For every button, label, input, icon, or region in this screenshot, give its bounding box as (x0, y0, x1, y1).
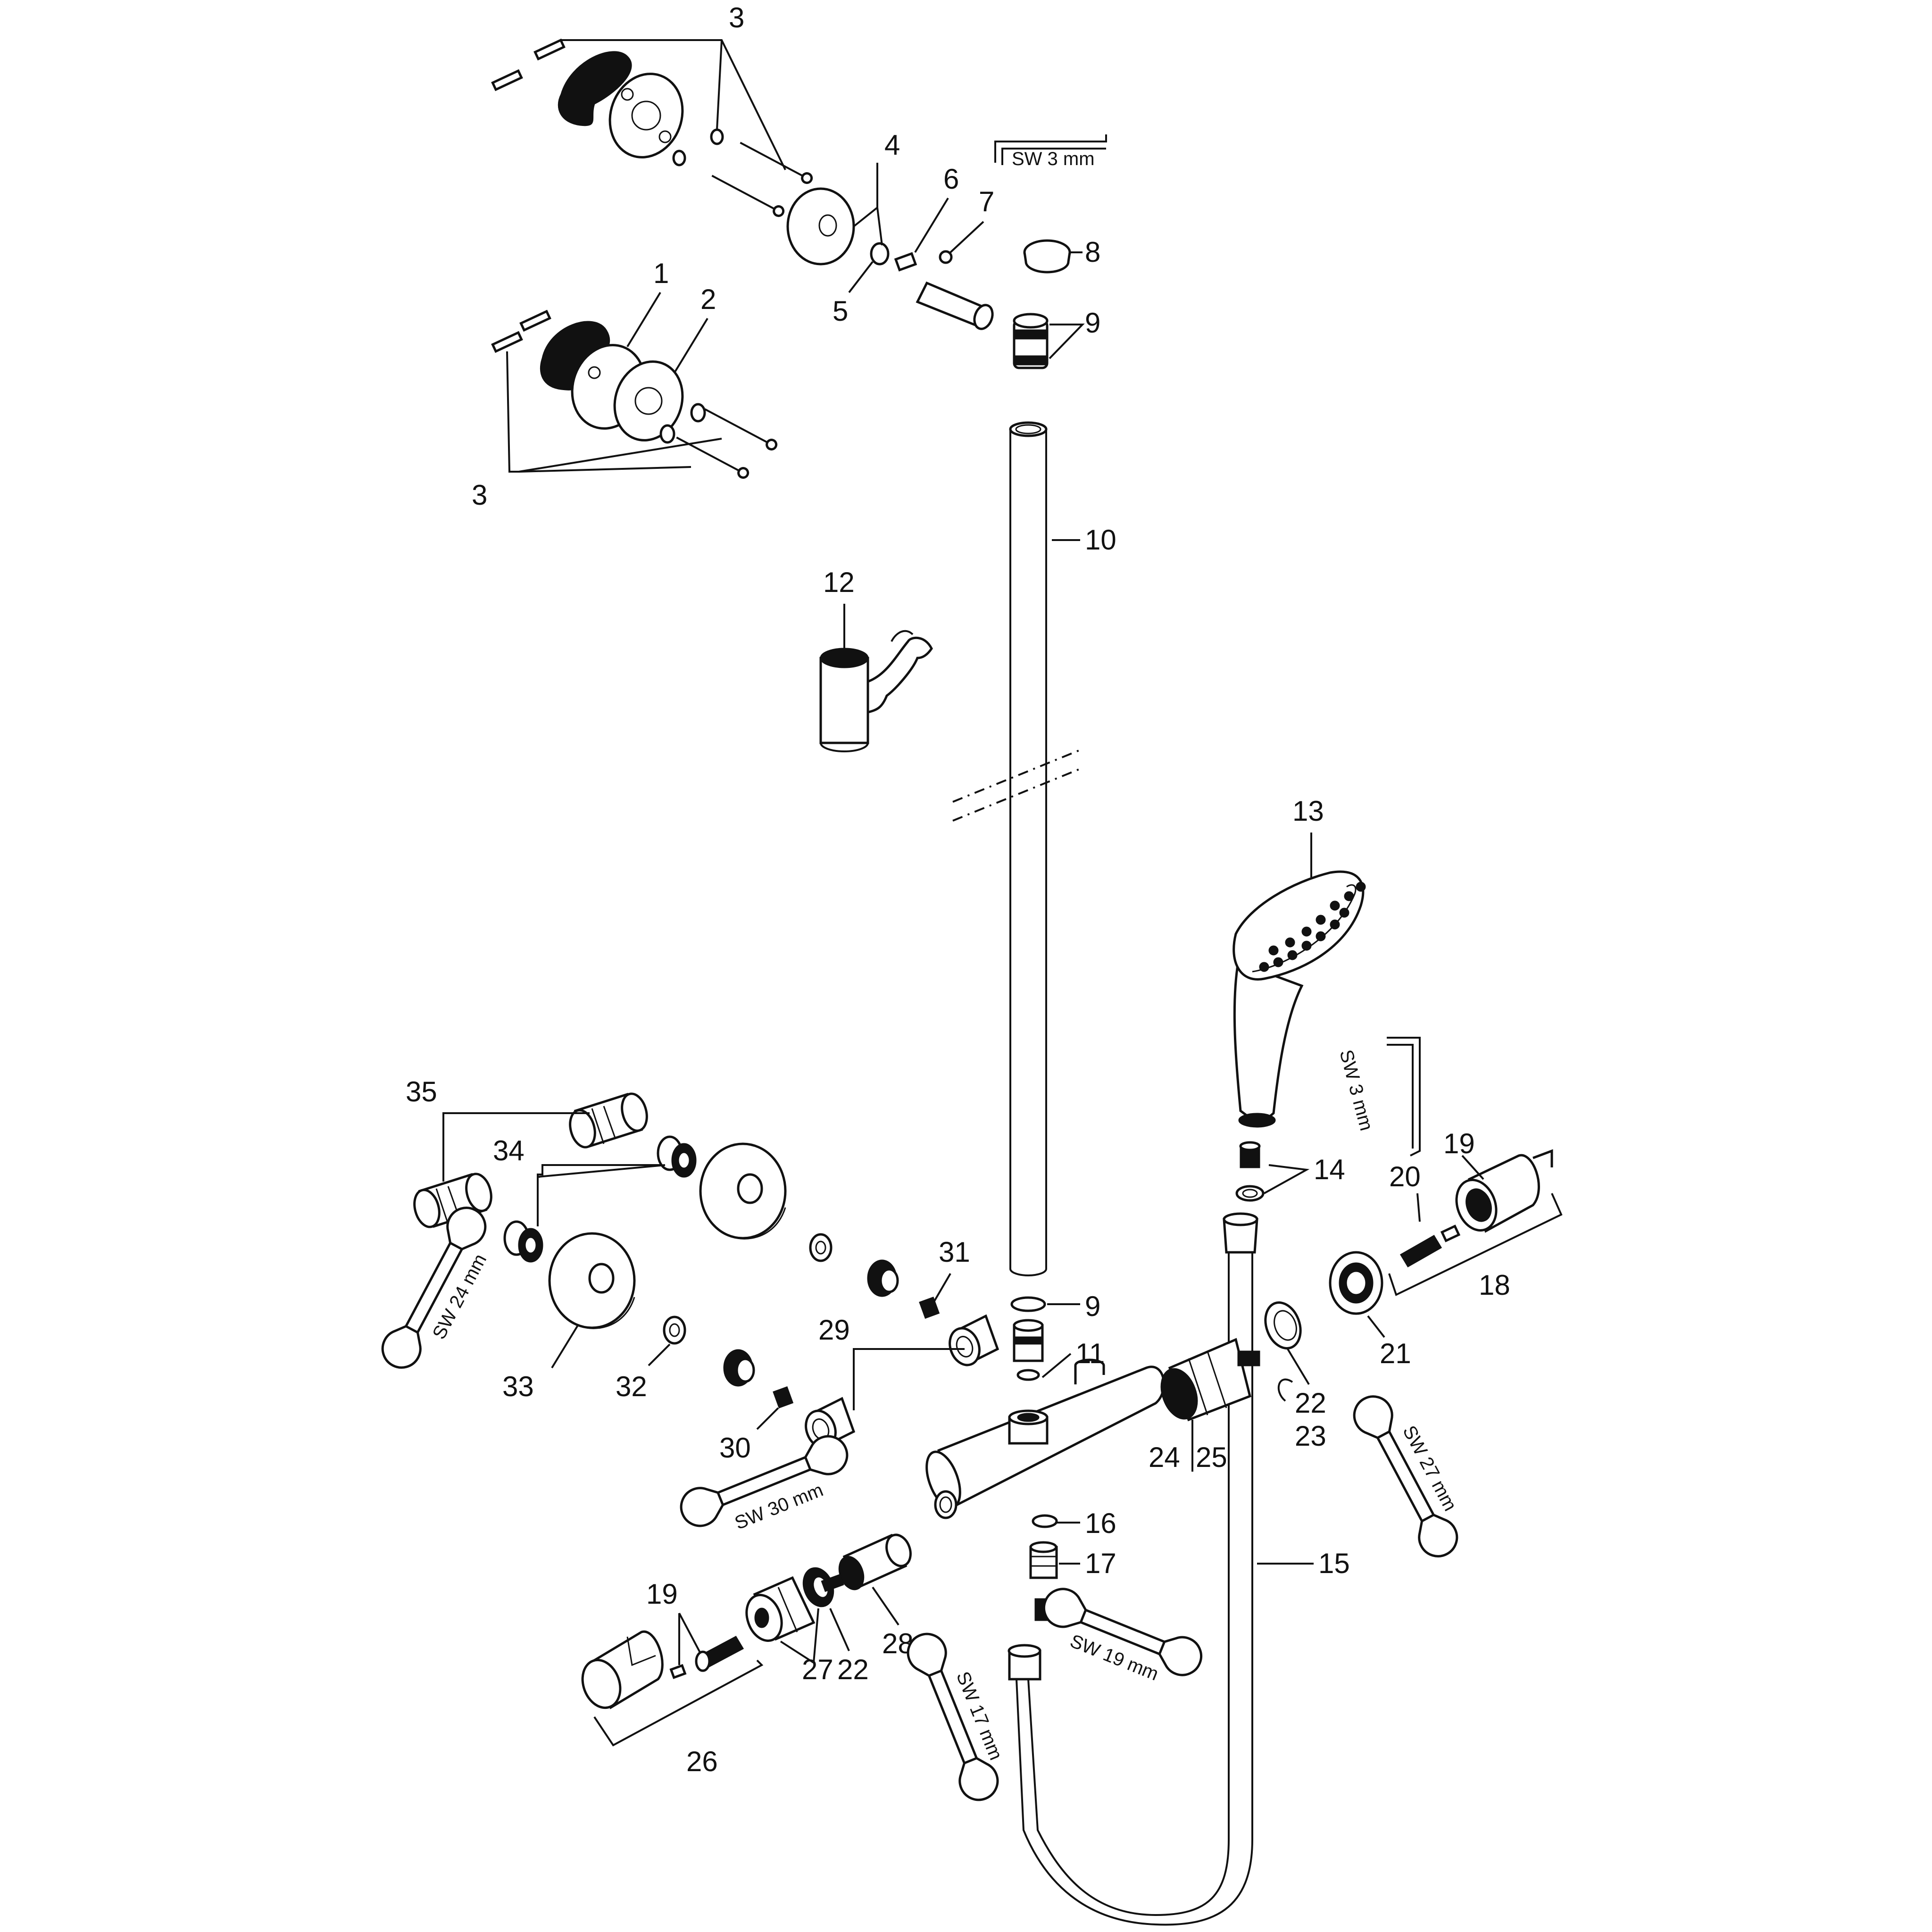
callout-5: 5 (833, 295, 848, 327)
callout-3-top: 3 (729, 2, 744, 33)
stop-cartridge-27 (745, 1576, 816, 1642)
hand-shower (1232, 870, 1366, 1128)
callout-13: 13 (1292, 795, 1324, 827)
check-valve-upper (867, 1259, 940, 1319)
rosette-33-lower (548, 1232, 636, 1329)
filter-14 (1235, 1141, 1265, 1202)
adapter-11 (1013, 1319, 1044, 1381)
callout-24: 24 (1149, 1441, 1180, 1473)
valve-28 (821, 1533, 912, 1592)
hex-key-right: SW 3 mm (1335, 1037, 1421, 1157)
callout-31: 31 (939, 1236, 970, 1268)
spindle-20 (1399, 1224, 1461, 1268)
o-ring-9-bottom (1010, 1296, 1046, 1312)
shower-hose (1008, 1212, 1258, 1926)
nipple-34-lower (503, 1220, 543, 1263)
wrench-27: SW 27 mm (1353, 1395, 1461, 1557)
spindle-19-left (669, 1636, 744, 1679)
callout-3-bottom: 3 (472, 479, 487, 511)
callout-1: 1 (653, 258, 669, 289)
union-nut-29-upper (949, 1314, 999, 1366)
wrench-30: SW 30 mm (680, 1435, 849, 1534)
lower-wall-bracket (491, 309, 778, 479)
callout-4: 4 (884, 129, 900, 161)
callout-35: 35 (406, 1076, 437, 1108)
o-ring-16 (1032, 1514, 1058, 1528)
wall-connector-tube (916, 281, 994, 330)
callout-26: 26 (686, 1746, 718, 1777)
wrench-24: SW 24 mm (381, 1207, 491, 1369)
rosette-4 (786, 187, 855, 266)
hand-shower-holder (819, 630, 933, 752)
callout-33: 33 (502, 1371, 534, 1402)
rosette-33-upper (699, 1142, 787, 1240)
nipple-34-upper (657, 1135, 697, 1178)
callout-12: 12 (823, 566, 855, 598)
washer-32-lower (663, 1316, 686, 1345)
hex-key-right-label: SW 3 mm (1335, 1048, 1377, 1133)
callout-15: 15 (1318, 1548, 1350, 1579)
callout-18: 18 (1479, 1269, 1510, 1301)
callout-9-top: 9 (1085, 307, 1100, 339)
ring-22-right (1264, 1301, 1302, 1349)
callout-11: 11 (1075, 1338, 1105, 1369)
sleeve-9-top (1013, 313, 1049, 369)
handle-18 (1455, 1149, 1553, 1233)
cap-8 (1023, 239, 1071, 274)
callout-32: 32 (616, 1371, 647, 1402)
wrench-19: SW 19 mm (1043, 1588, 1202, 1685)
callout-29: 29 (818, 1314, 850, 1346)
callout-8: 8 (1085, 236, 1100, 268)
callout-14: 14 (1314, 1154, 1345, 1185)
clip-23 (1277, 1378, 1293, 1402)
callout-23: 23 (1295, 1420, 1326, 1452)
callout-19-left: 19 (646, 1578, 678, 1610)
handle-26 (581, 1630, 664, 1709)
check-valve-lower (723, 1349, 794, 1408)
thermo-cartridge (1160, 1338, 1260, 1422)
callout-9-bottom: 9 (1085, 1291, 1100, 1322)
washer-32-upper (809, 1233, 833, 1262)
eccentric-35-upper (569, 1092, 648, 1149)
screw-6 (894, 252, 917, 272)
hex-key-top-label: SW 3 mm (1012, 149, 1095, 169)
hex-key-top: SW 3 mm (994, 134, 1107, 169)
callout-7: 7 (979, 186, 994, 217)
upper-wall-bracket (491, 38, 813, 217)
grub-screw-7 (939, 250, 953, 264)
callout-22-right: 22 (1295, 1387, 1326, 1419)
callout-2: 2 (700, 283, 716, 315)
callout-34: 34 (493, 1135, 525, 1166)
thermostat-body (925, 1358, 1165, 1519)
callout-19-right: 19 (1443, 1128, 1475, 1159)
callout-10: 10 (1085, 524, 1116, 556)
callout-25: 25 (1196, 1441, 1227, 1473)
nut-21 (1329, 1251, 1383, 1315)
callout-21: 21 (1380, 1338, 1411, 1369)
callout-6: 6 (943, 163, 959, 195)
callout-16: 16 (1085, 1507, 1116, 1539)
callout-22-left: 22 (837, 1654, 869, 1685)
callout-30: 30 (719, 1432, 751, 1464)
o-ring-5 (870, 242, 890, 266)
callout-20: 20 (1389, 1161, 1421, 1192)
callout-17: 17 (1085, 1548, 1116, 1579)
shower-rail (952, 421, 1081, 1276)
wrench-17: SW 17 mm (907, 1632, 1007, 1801)
